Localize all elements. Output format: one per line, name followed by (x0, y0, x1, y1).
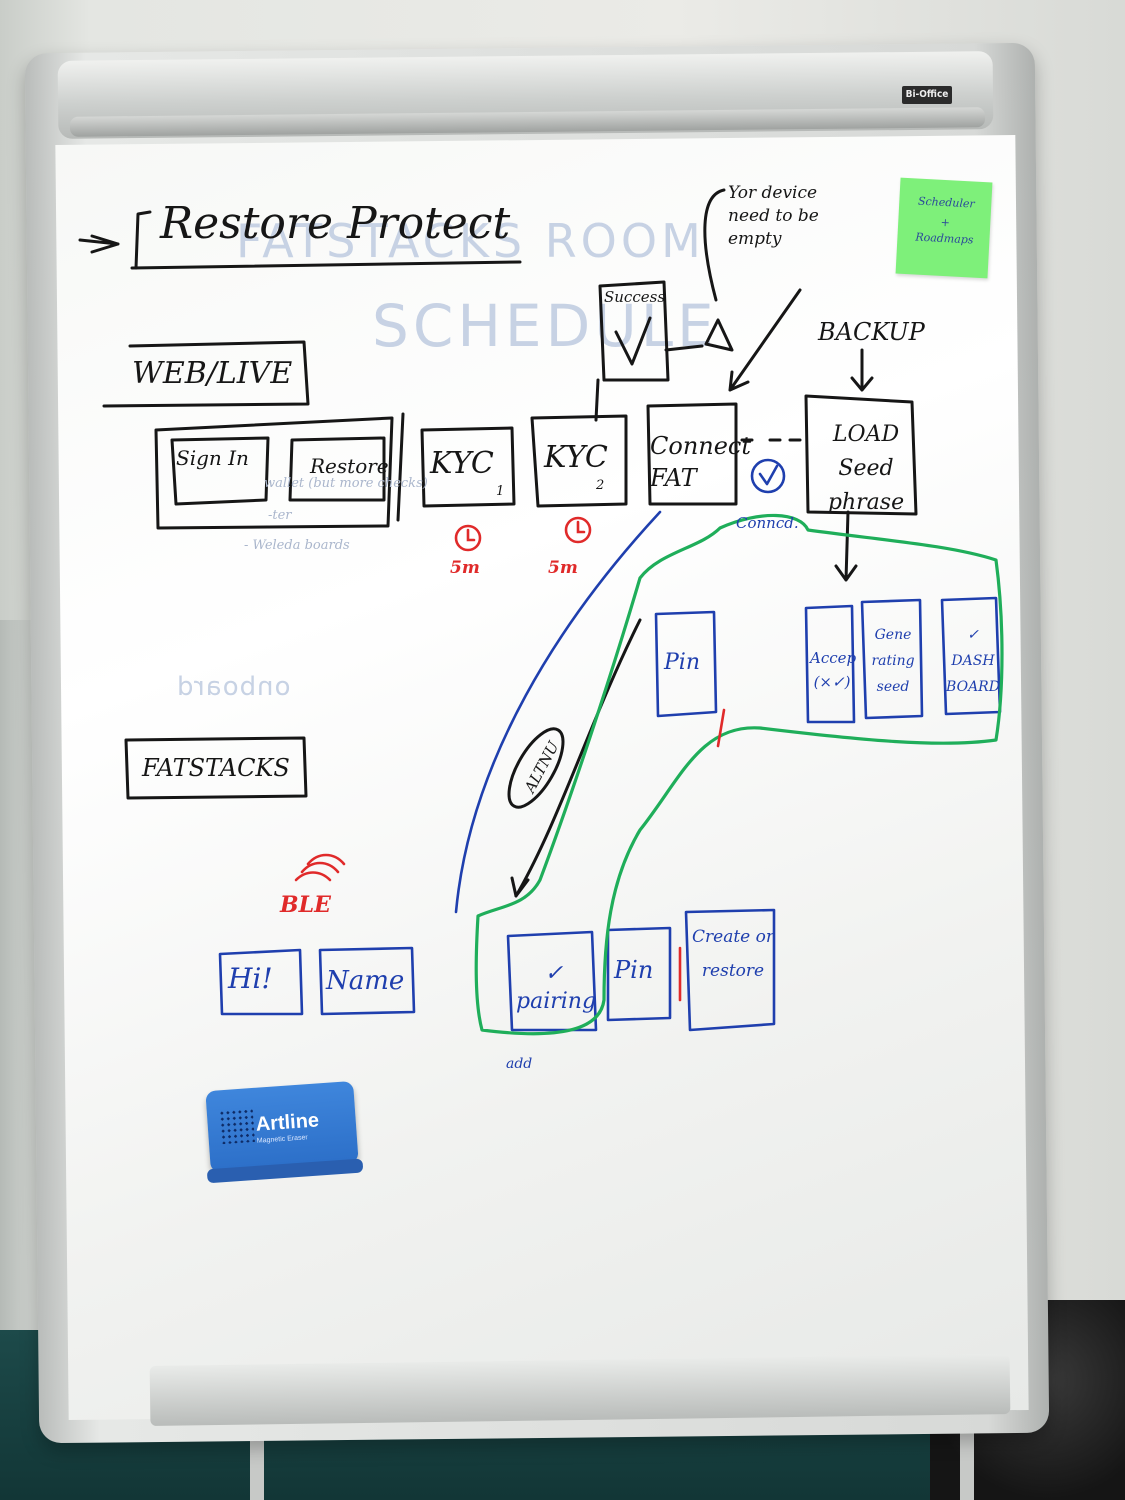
name-label: Name (326, 966, 405, 996)
ble-label: BLE (280, 892, 331, 918)
kyc-number-2: 2 (596, 478, 605, 493)
device-empty-note: Yor device need to be empty (728, 183, 819, 249)
kyc-number-1: 1 (496, 484, 505, 499)
generating-seed-label: Gene rating seed (871, 627, 915, 695)
create-restore-label: Create or restore (692, 927, 774, 981)
faded-note-1: wallet (but more checks) (264, 476, 428, 491)
faded-note-3: - Weleda boards (244, 538, 350, 553)
whiteboard-eraser[interactable]: Artline Magnetic Eraser (205, 1080, 364, 1184)
easel-leg-right (960, 1420, 974, 1500)
brand-label: Bi-Office (905, 89, 949, 100)
connected-label: Conncd. (736, 514, 799, 532)
eraser-logo-icon (218, 1108, 255, 1145)
connect-fat-label: Connect FAT (650, 432, 752, 492)
eraser-brand: Artline (255, 1109, 320, 1136)
timer-label-2: 5m (548, 558, 578, 578)
ghost-text-schedule: SCHEDULE (372, 292, 718, 360)
timer-label-1: 5m (450, 558, 480, 578)
kyc-label-2: KYC (544, 440, 608, 475)
kyc-label-1: KYC (430, 446, 494, 481)
pin-label-top: Pin (664, 650, 701, 675)
sticky-line-1: Scheduler (917, 194, 975, 211)
pen-tray (149, 1353, 1011, 1427)
brand-plate: Bi-Office (902, 86, 952, 104)
backup-label: BACKUP (818, 318, 925, 346)
hi-label: Hi! (228, 962, 273, 995)
load-seed-label: LOAD Seed phrase (827, 422, 905, 515)
sticky-line-3: Roadmaps (915, 230, 974, 247)
added-note: add (506, 1056, 533, 1072)
sticky-line-2: + (940, 215, 951, 230)
web-live-label: WEB/LIVE (132, 356, 293, 391)
accept-label: Accep (×✓) (810, 649, 857, 691)
pairing-label: ✓ pairing (516, 961, 597, 1014)
faded-note-2: -ter (268, 508, 292, 523)
sticky-note[interactable]: Scheduler + Roadmaps (895, 177, 993, 279)
restore-label: Restore (310, 454, 389, 478)
success-label: Success (604, 288, 666, 306)
sign-in-label: Sign In (176, 446, 249, 470)
ghost-text-onboard: onboard (176, 672, 291, 702)
ghost-text-room: FATSTACKS ROOM (236, 214, 705, 268)
dashboard-label: ✓ DASH BOARD (946, 627, 1000, 695)
board-title: Restore Protect (160, 198, 511, 249)
pin-label-bottom: Pin (614, 956, 654, 984)
fatstacks-label: FATSTACKS (142, 754, 290, 782)
